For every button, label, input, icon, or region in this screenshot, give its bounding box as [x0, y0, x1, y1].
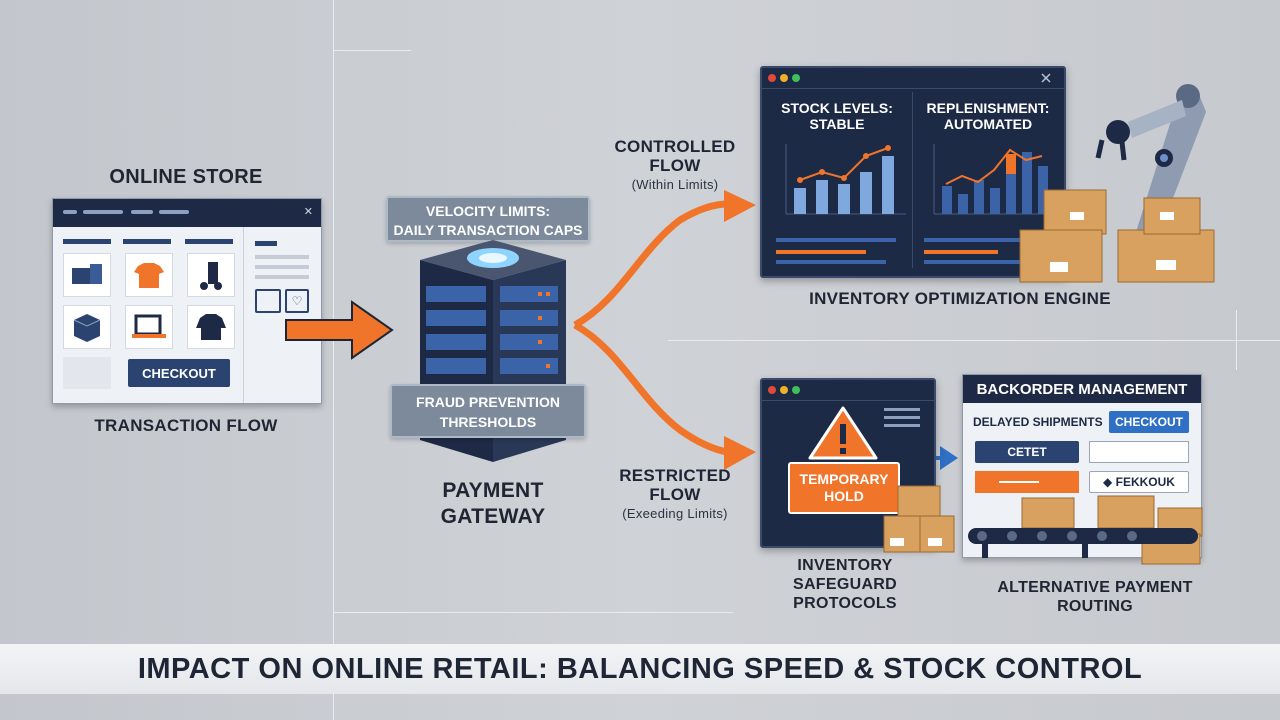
temporary-hold-sign: TEMPORARY HOLD [788, 462, 900, 514]
store-product-area: CHECKOUT [53, 227, 244, 403]
safeguard-line2: SAFEGUARD [792, 576, 898, 593]
inventory-engine-caption: INVENTORY OPTIMIZATION ENGINE [809, 289, 1111, 308]
hold-line2: HOLD [824, 488, 864, 504]
restricted-note: (Exeeding Limits) [622, 506, 728, 521]
panel1-line2: STABLE [809, 116, 865, 132]
velocity-line2: DAILY TRANSACTION CAPS [393, 222, 583, 238]
heart-icon[interactable]: ♡ [285, 289, 309, 313]
restricted-line1: RESTRICTED [619, 466, 731, 485]
panel2-line2: AUTOMATED [943, 116, 1033, 132]
safeguard-line3: PROTOCOLS [793, 595, 897, 612]
store-title-bar: ✕ [53, 199, 321, 227]
product-tile-electronics[interactable] [63, 253, 111, 297]
laptop-icon [132, 314, 166, 338]
online-store-heading: ONLINE STORE [109, 166, 263, 188]
gateway-caption-line1: PAYMENT [442, 479, 544, 502]
replenishment-heading: REPLENISHMENT: AUTOMATED [918, 100, 1058, 132]
controlled-note: (Within Limits) [631, 177, 719, 192]
checkout-button[interactable]: CHECKOUT [128, 359, 230, 387]
card-icon[interactable] [255, 289, 281, 313]
store-sidebar: ♡ [245, 227, 321, 403]
box-stack-icon [1019, 189, 1215, 283]
window-controls [768, 73, 1051, 83]
inventory-dashboard: STOCK LEVELS: STABLE REPLENISHMENT: AUTO… [760, 66, 1066, 278]
controlled-arrow-head [724, 190, 756, 222]
product-tile-apparel[interactable] [125, 253, 173, 297]
shirt-icon [134, 263, 164, 288]
warning-icon [808, 406, 878, 460]
fraud-prevention-tag: FRAUD PREVENTION THRESHOLDS [390, 384, 586, 438]
routing-line1: ALTERNATIVE PAYMENT [997, 579, 1193, 596]
restricted-flow-arrow [573, 321, 729, 456]
fraud-line1: FRAUD PREVENTION [416, 394, 560, 410]
robot-arm-boxes [1019, 84, 1215, 283]
controlled-flow-arrow [573, 200, 729, 329]
fekkouk-button[interactable]: ◆ FEKKOUK [1089, 471, 1189, 493]
footer-banner: IMPACT ON ONLINE RETAIL: BALANCING SPEED… [0, 644, 1280, 694]
controlled-line2: FLOW [649, 156, 701, 175]
product-tile-jacket[interactable] [187, 305, 235, 349]
robot-arm-icon [1095, 84, 1206, 252]
conveyor-belt-icon [968, 495, 1203, 565]
product-tile-luggage[interactable] [187, 253, 235, 297]
stock-levels-chart [785, 144, 906, 215]
hold-line1: TEMPORARY [799, 471, 889, 487]
restricted-arrow-head [724, 436, 756, 470]
close-icon[interactable]: ✕ [303, 206, 313, 218]
guide-line [668, 340, 1280, 341]
guide-line [333, 50, 411, 51]
fraud-line2: THRESHOLDS [439, 414, 537, 430]
backorder-title: BACKORDER MANAGEMENT [963, 375, 1201, 403]
product-tile-box[interactable] [63, 305, 111, 349]
guide-line [333, 0, 334, 720]
controlled-flow-label: CONTROLLED FLOW (Within Limits) [600, 137, 750, 194]
restricted-line2: FLOW [649, 485, 701, 504]
online-store-window: ✕ CHECKOUT ♡ [52, 198, 322, 404]
jacket-icon [196, 314, 226, 340]
cetet-button[interactable]: CETET [975, 441, 1079, 463]
replenishment-chart [933, 144, 1056, 215]
velocity-limits-tag: VELOCITY LIMITS: DAILY TRANSACTION CAPS [386, 196, 590, 242]
fekkouk-label: FEKKOUK [1115, 475, 1175, 489]
product-tile-laptop[interactable] [125, 305, 173, 349]
controlled-line1: CONTROLLED [614, 137, 736, 156]
held-boxes-icon [883, 485, 955, 553]
monitor-icon [72, 264, 102, 284]
safeguard-caption: INVENTORY SAFEGUARD PROTOCOLS [770, 556, 920, 613]
box-icon [73, 314, 101, 342]
backorder-input[interactable] [1089, 441, 1189, 463]
panel2-line1: REPLENISHMENT: [926, 100, 1050, 116]
routing-line2: ROUTING [1057, 598, 1133, 615]
window-controls [768, 386, 800, 394]
guide-line [333, 612, 733, 613]
diamond-icon: ◆ [1103, 475, 1116, 489]
restricted-flow-label: RESTRICTED FLOW (Exeeding Limits) [600, 466, 750, 523]
stock-levels-heading: STOCK LEVELS: STABLE [768, 100, 906, 132]
panel1-line1: STOCK LEVELS: [781, 100, 893, 116]
safeguard-line1: INVENTORY [797, 557, 893, 574]
delayed-shipments-label: DELAYED SHIPMENTS [973, 415, 1103, 429]
backorder-progress [975, 471, 1079, 493]
payment-gateway-caption: PAYMENT GATEWAY [408, 478, 578, 530]
backorder-checkout-button[interactable]: CHECKOUT [1109, 411, 1189, 433]
transaction-flow-caption: TRANSACTION FLOW [94, 416, 278, 435]
luggage-icon [200, 262, 222, 290]
alternative-routing-caption: ALTERNATIVE PAYMENT ROUTING [960, 578, 1230, 616]
velocity-line1: VELOCITY LIMITS: [425, 203, 551, 219]
gateway-caption-line2: GATEWAY [440, 505, 546, 528]
transaction-flow-arrow [285, 300, 394, 360]
